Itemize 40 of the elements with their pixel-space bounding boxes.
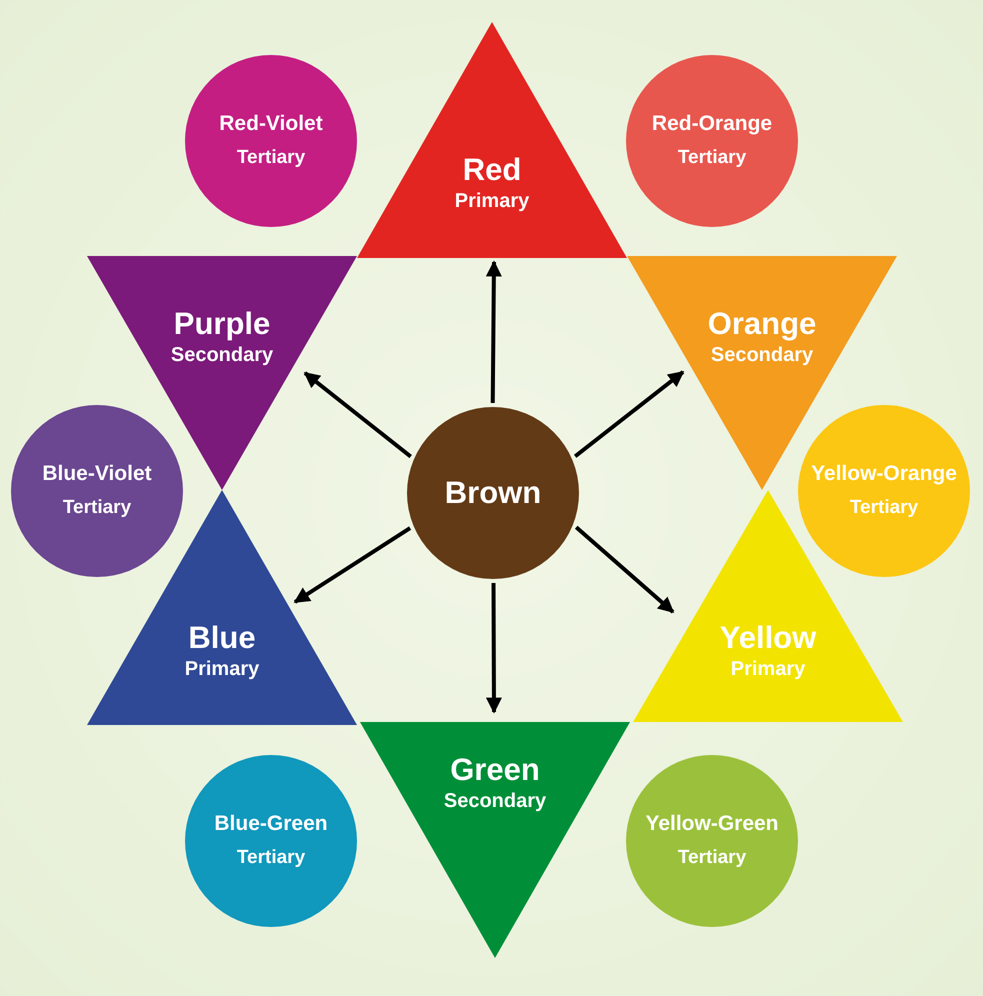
color-category: Secondary [710, 343, 814, 368]
color-name: Blue-Violet [42, 461, 152, 487]
inverted-triangle-node [360, 722, 630, 958]
color-category: Primary [730, 657, 806, 682]
color-name: Blue [188, 620, 256, 656]
arrow [294, 526, 412, 604]
color-name: Brown [444, 476, 542, 510]
circle-node [185, 55, 357, 227]
arrow [486, 260, 502, 404]
color-category: Tertiary [236, 146, 306, 170]
arrow [304, 371, 412, 458]
color-category: Secondary [444, 789, 546, 814]
color-name: Red [462, 152, 522, 188]
arrow [486, 583, 502, 714]
circle-node [11, 405, 183, 577]
circle-node [626, 755, 798, 927]
triangle-node [357, 22, 627, 258]
color-name: Green [450, 752, 540, 788]
color-category: Primary [454, 189, 530, 214]
color-category: Tertiary [678, 146, 746, 170]
circle-node [185, 755, 357, 927]
color-name: Orange [708, 306, 816, 342]
color-name: Red-Violet [219, 111, 323, 137]
color-name: Blue-Green [214, 811, 328, 837]
color-category: Tertiary [236, 846, 306, 870]
arrow [574, 526, 674, 614]
circle-node [626, 55, 798, 227]
color-category: Secondary [170, 343, 274, 368]
circle-node [407, 407, 579, 579]
color-name: Purple [174, 306, 270, 342]
color-name: Red-Orange [652, 111, 772, 137]
color-name: Yellow-Orange [811, 461, 957, 487]
color-category: Tertiary [678, 846, 746, 870]
color-category: Primary [184, 657, 260, 682]
circle-node [798, 405, 970, 577]
color-category: Tertiary [850, 496, 918, 520]
arrow [574, 370, 684, 458]
color-category: Tertiary [62, 496, 132, 520]
color-name: Yellow [720, 620, 816, 656]
color-name: Yellow-Green [645, 811, 779, 837]
